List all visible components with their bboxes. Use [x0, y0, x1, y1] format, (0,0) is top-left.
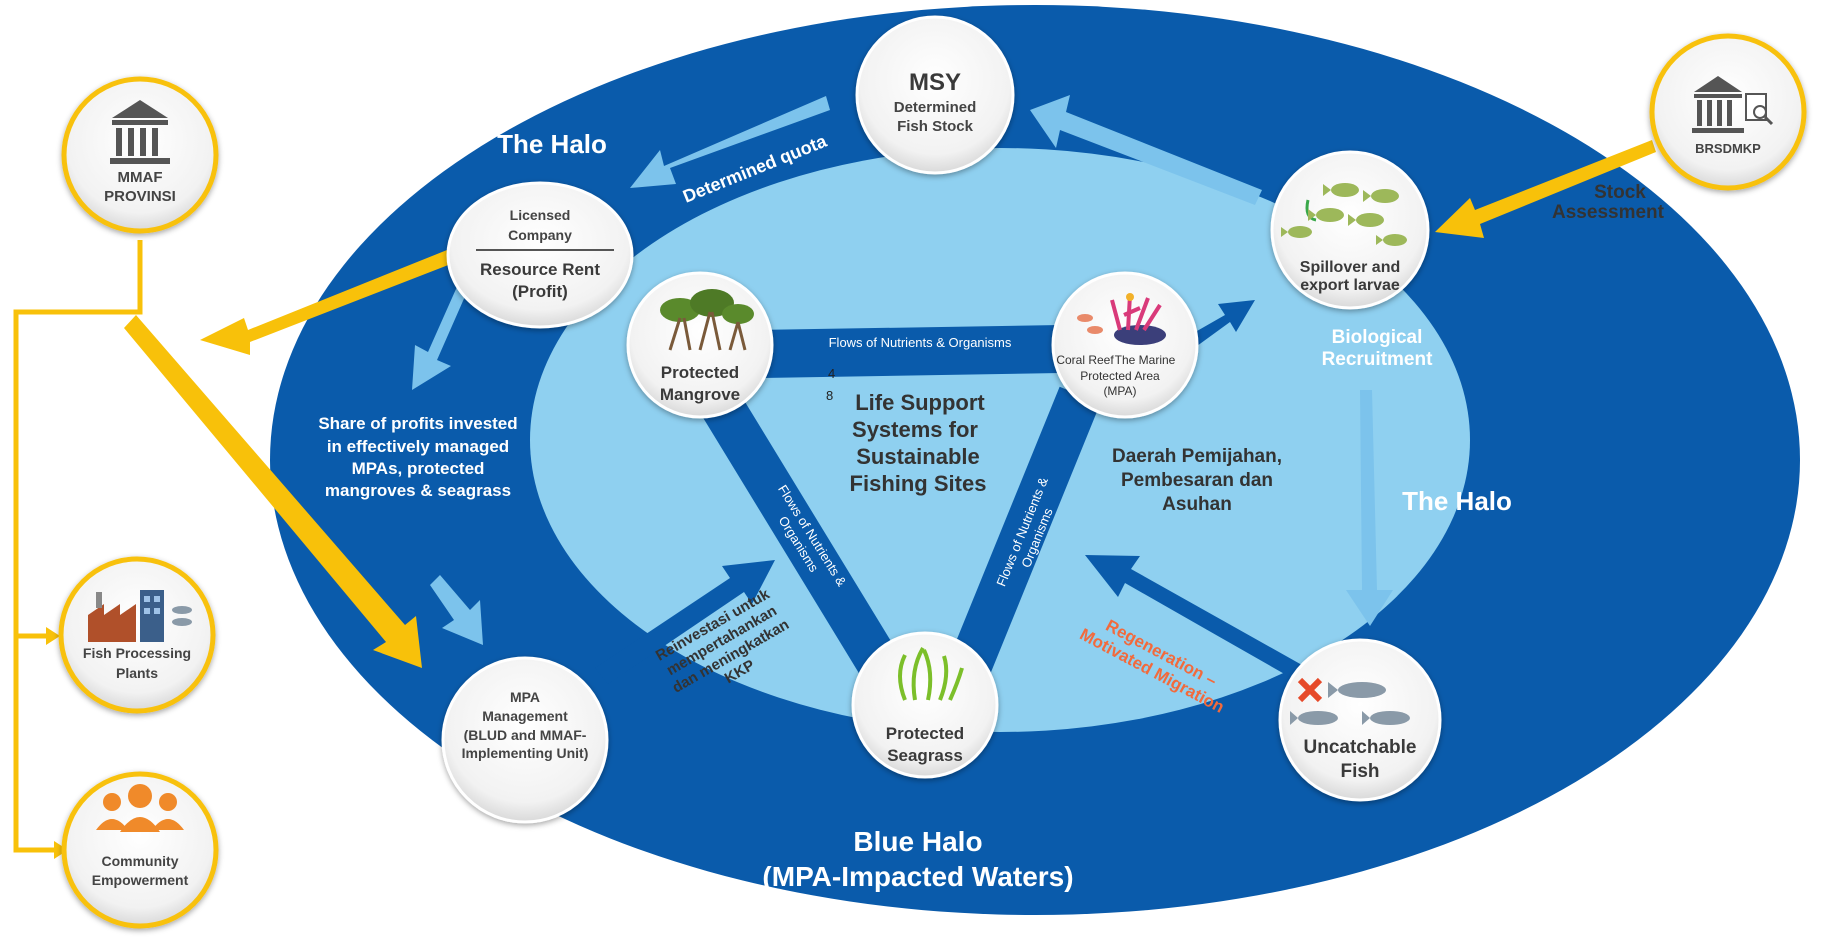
light-arrows [412, 95, 1393, 645]
share-profits-label: Share of profits invested in effectively… [318, 414, 517, 500]
gold-arrows [13, 140, 1656, 859]
center-line-1: Life Support [855, 390, 985, 415]
mangrove-icon [660, 289, 754, 351]
node-mpa-management: MPA Management (BLUD and MMAF- Implement… [441, 656, 609, 824]
msy-title: MSY [909, 69, 961, 96]
node-licensed-company: Licensed Company Resource Rent (Profit) [446, 181, 634, 329]
halo-right-label: The Halo [1402, 486, 1512, 516]
node-mangrove: Protected Mangrove [626, 271, 774, 419]
coral-reef-icon [1077, 293, 1166, 345]
arrow-biological-recruitment [1346, 390, 1393, 626]
plants-line2: Plants [116, 665, 158, 681]
biological-recruitment-line1: Biological [1332, 327, 1423, 348]
licensed-line4: (Profit) [512, 282, 568, 301]
prohibited-fish-icon [1290, 677, 1410, 725]
side-node-brsdmkp: BRSDMKP [1649, 33, 1807, 191]
center-line-3: Sustainable [856, 444, 979, 469]
coral-line2: Protected Area [1080, 369, 1160, 383]
coral-line1-overlap: The Marine [1115, 353, 1176, 367]
arrow-share-to-mpa [430, 575, 483, 645]
side-node-community: Community Empowerment [61, 771, 219, 929]
share-line-1: Share of profits invested [318, 414, 517, 433]
uncatchable-line2: Fish [1340, 761, 1379, 782]
mangrove-line1: Protected [661, 363, 739, 382]
people-group-icon [96, 784, 184, 832]
arrow-licensed-down [412, 280, 470, 390]
community-line1: Community [102, 853, 179, 869]
stray-digit-8: 8 [826, 388, 833, 403]
msy-line2: Fish Stock [897, 118, 974, 135]
brsdmkp-label: BRSDMKP [1695, 141, 1761, 156]
dark-arrows [595, 300, 1302, 684]
spawning-line-3: Asuhan [1162, 494, 1232, 515]
seagrass-icon [898, 646, 964, 701]
government-building-magnifier-icon [1692, 76, 1774, 133]
spawning-label: Daerah Pemijahan, Pembesaran dan Asuhan [1112, 446, 1282, 515]
share-line-4: mangroves & seagrass [325, 481, 511, 500]
gold-arrow-stock-assessment [1435, 140, 1656, 238]
share-line-2: in effectively managed [327, 437, 509, 456]
gold-connector-left [13, 240, 143, 853]
spawning-line-1: Daerah Pemijahan, [1112, 446, 1282, 467]
arrow-regeneration [1085, 555, 1302, 680]
mpa-line1: MPA [510, 689, 540, 705]
halo-top-label: The Halo [497, 129, 607, 159]
arrow-determined-quota [630, 96, 830, 188]
mpa-line2: Management [482, 708, 568, 724]
uncatchable-line1: Uncatchable [1304, 737, 1417, 758]
licensed-line3: Resource Rent [480, 260, 600, 279]
center-label: Life Support Systems for Sustainable Fis… [850, 390, 987, 496]
mmaf-line2: PROVINSI [104, 188, 176, 205]
factory-icon [88, 590, 192, 642]
arrow-recruitment-to-msy [1030, 95, 1262, 205]
node-seagrass: Protected Seagrass [851, 631, 999, 779]
msy-line1: Determined [894, 99, 977, 116]
coral-line1: Coral Reef [1056, 353, 1114, 367]
spillover-line1: Spillover and [1300, 259, 1400, 276]
share-line-3: MPAs, protected [352, 459, 485, 478]
licensed-line1: Licensed [510, 207, 571, 223]
node-spillover: Spillover and export larvae [1270, 150, 1430, 310]
node-coral: Coral Reef The Marine Protected Area (MP… [1051, 271, 1199, 419]
gold-arrow-to-mpa [124, 315, 422, 668]
seagrass-line2: Seagrass [887, 746, 963, 765]
side-node-mmaf: MMAF PROVINSI [61, 76, 219, 234]
coral-line3: (MPA) [1103, 384, 1136, 398]
gold-tip-plants [46, 627, 60, 645]
community-line2: Empowerment [92, 872, 189, 888]
gold-tip-community [54, 841, 68, 859]
center-line-2: Systems for [852, 417, 978, 442]
inner-waters-ellipse [530, 148, 1470, 732]
blue-halo-subtitle: (MPA-Impacted Waters) [762, 861, 1073, 892]
arrow-coral-to-spillover [1190, 300, 1255, 346]
spawning-line-2: Pembesaran dan [1121, 470, 1273, 491]
center-line-4: Fishing Sites [850, 471, 987, 496]
fish-school-icon [1281, 183, 1407, 246]
mpa-line4: Implementing Unit) [462, 745, 589, 761]
mangrove-line2: Mangrove [660, 385, 740, 404]
mmaf-line1: MMAF [118, 169, 163, 186]
government-building-icon [110, 100, 170, 164]
node-uncatchable: Uncatchable Fish [1278, 638, 1442, 802]
node-msy: MSY Determined Fish Stock [855, 15, 1015, 175]
mpa-line3: (BLUD and MMAF- [464, 727, 587, 743]
flow-label-top: Flows of Nutrients & Organisms [829, 335, 1012, 350]
stray-digit-4: 4 [828, 366, 835, 381]
side-node-fish-plants: Fish Processing Plants [58, 556, 216, 714]
stock-assessment-line2: Assessment [1552, 202, 1665, 223]
gold-arrow-from-licensed [200, 248, 456, 355]
blue-halo-title: Blue Halo [853, 826, 982, 857]
seagrass-line1: Protected [886, 724, 964, 743]
plants-line1: Fish Processing [83, 645, 191, 661]
arrow-reinvest [595, 560, 775, 684]
biological-recruitment-line2: Recruitment [1322, 349, 1434, 370]
spillover-line2: export larvae [1300, 277, 1400, 294]
licensed-line2: Company [508, 227, 572, 243]
stock-assessment-line1: Stock [1594, 182, 1646, 203]
